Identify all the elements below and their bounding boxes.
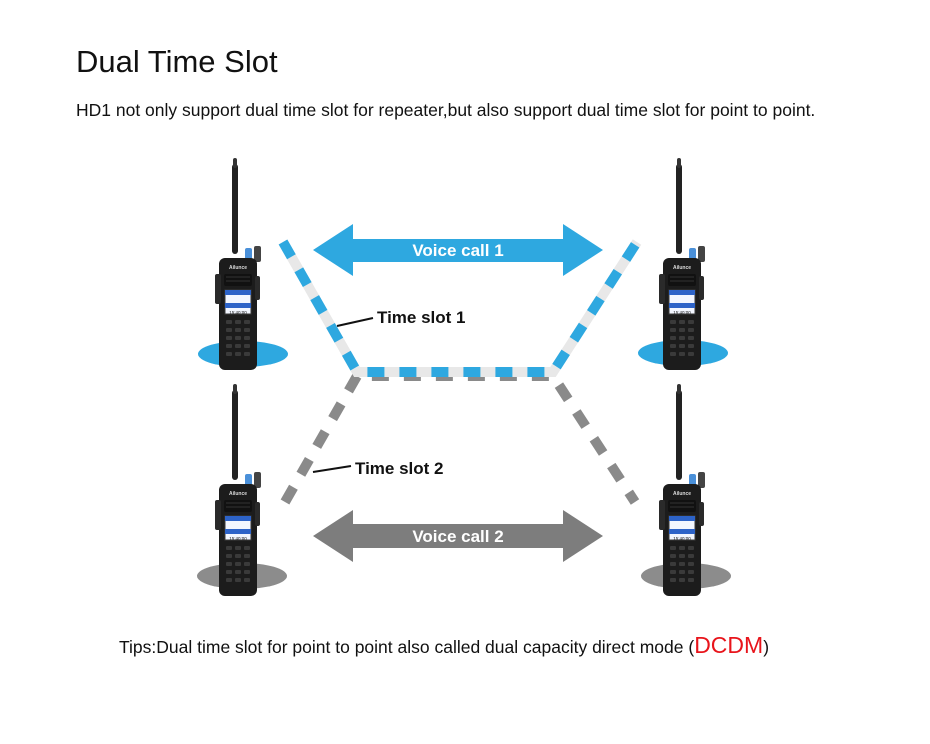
time-slot-1-path bbox=[278, 239, 642, 377]
radio-icon-bottom-left bbox=[214, 383, 262, 597]
tips-suffix: ) bbox=[763, 637, 770, 657]
time-slot-2-path bbox=[280, 371, 640, 505]
time-slot-1-pointer bbox=[336, 317, 374, 327]
voice-call-1-arrow: Voice call 1 bbox=[313, 224, 603, 276]
voice-call-1-label: Voice call 1 bbox=[412, 241, 503, 260]
time-slot-1-label: Time slot 1 bbox=[377, 308, 466, 327]
tips-prefix: Tips:Dual time slot for point to point a… bbox=[119, 637, 695, 657]
voice-call-2-label: Voice call 2 bbox=[412, 527, 503, 546]
time-slot-2-label: Time slot 2 bbox=[355, 459, 444, 478]
page-subtitle: HD1 not only support dual time slot for … bbox=[76, 100, 816, 120]
time-slot-2-pointer bbox=[312, 465, 352, 473]
voice-call-2-arrow: Voice call 2 bbox=[313, 510, 603, 562]
radio-icon-top-left bbox=[214, 157, 262, 371]
radio-icon-top-right bbox=[658, 157, 706, 371]
radio-icon-bottom-right bbox=[658, 383, 706, 597]
dual-time-slot-diagram: Ailunce 15:40:00 bbox=[195, 138, 745, 618]
tips-highlight-dcdm: DCDM bbox=[694, 632, 764, 658]
page-title: Dual Time Slot bbox=[76, 44, 278, 79]
tips-text: Tips:Dual time slot for point to point a… bbox=[119, 632, 769, 659]
